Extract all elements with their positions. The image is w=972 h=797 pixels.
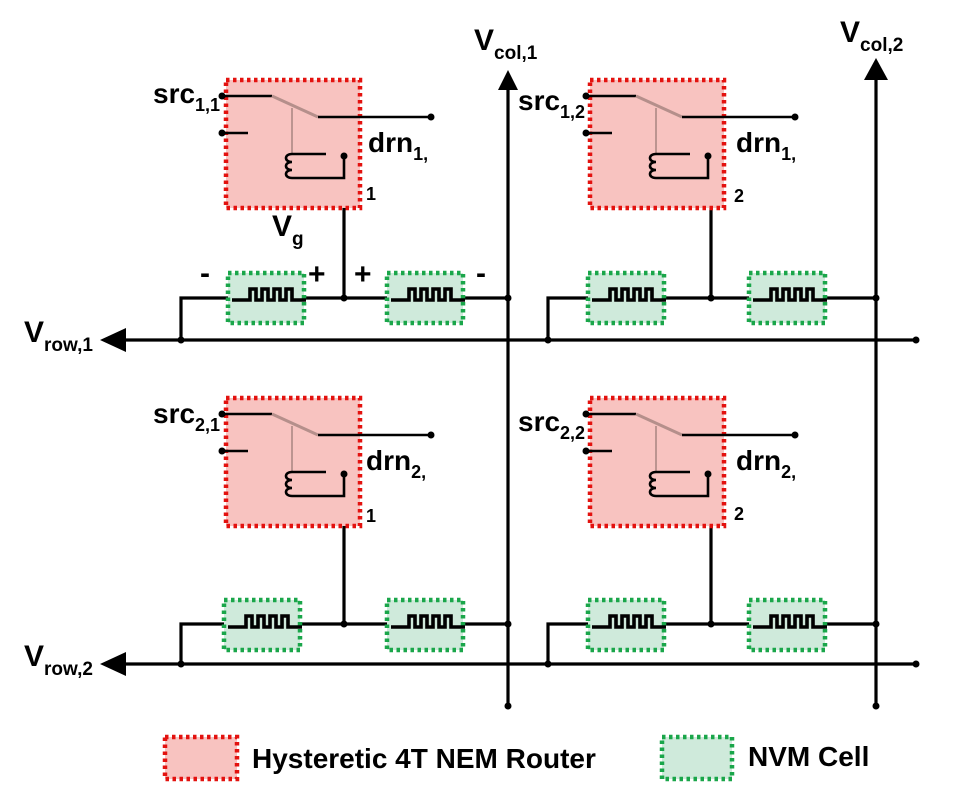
label-drn-1-2-tail: 2 (734, 186, 744, 206)
label-drn-2-1-tail: 1 (366, 506, 376, 526)
nvm-cell-1-1-b (387, 273, 465, 323)
nvm-cell-1-1-a (228, 273, 306, 323)
cell-2-2 (544, 398, 880, 668)
legend-router-label: Hysteretic 4T NEM Router (252, 743, 596, 774)
label-src-2-2: src2,2 (518, 406, 585, 443)
label-src-2-1: src2,1 (153, 398, 220, 435)
polarity-plus-left: + (308, 258, 326, 291)
legend-router-swatch (162, 734, 240, 782)
polarity-plus-right: + (354, 258, 372, 291)
label-vcol-1: Vcol,1 (474, 24, 538, 64)
nvm-cell-1-2-a (588, 273, 666, 323)
nvm-cell-2-2-b (749, 600, 827, 650)
row-line-1 (100, 328, 920, 352)
label-vrow-2: Vrow,2 (24, 640, 93, 680)
col-line-1 (498, 70, 518, 710)
legend: Hysteretic 4T NEM Router NVM Cell (162, 734, 869, 782)
label-src-1-1: src1,1 (153, 78, 220, 115)
label-vcol-2: Vcol,2 (840, 16, 903, 56)
label-vg: Vg (272, 210, 304, 250)
label-src-1-2: src1,2 (518, 85, 585, 122)
label-drn-1-1: drn1, (368, 127, 428, 164)
label-vrow-1: Vrow,1 (24, 316, 93, 356)
legend-nvm-label: NVM Cell (748, 741, 869, 772)
polarity-minus-right: - (476, 257, 486, 290)
legend-nvm-swatch (659, 734, 735, 782)
nvm-cell-1-2-b (749, 273, 827, 323)
label-drn-2-2: drn2, (736, 445, 796, 482)
row-line-2 (100, 652, 920, 676)
cell-2-1 (177, 398, 512, 668)
polarity-minus-left: - (200, 257, 210, 290)
cell-1-2 (544, 80, 880, 344)
label-drn-1-2: drn1, (736, 127, 796, 164)
label-drn-2-2-tail: 2 (734, 504, 744, 524)
nvm-cell-2-1-a (224, 600, 302, 650)
nvm-cell-2-1-b (387, 600, 465, 650)
label-drn-1-1-tail: 1 (366, 184, 376, 204)
nvm-cell-2-2-a (588, 600, 666, 650)
label-drn-2-1: drn2, (366, 445, 426, 482)
col-line-2 (864, 58, 888, 710)
cell-1-1 (177, 80, 512, 344)
